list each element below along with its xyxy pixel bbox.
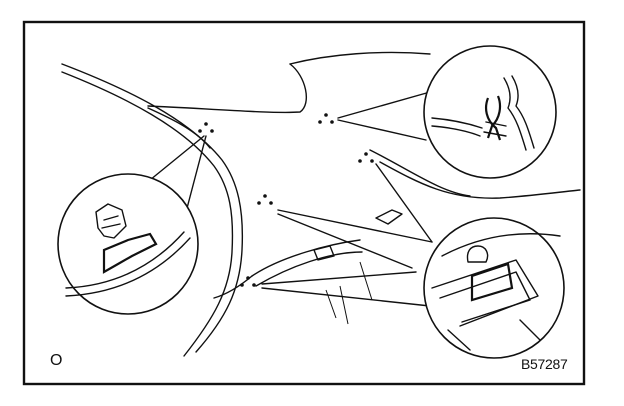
figure-frame [22,20,586,386]
marker-top-center [318,113,334,124]
door-frame-lines [61,63,244,357]
marker-bottom [240,276,256,287]
callout-markers [198,113,374,287]
leader-lines [149,91,433,307]
figure-code: B57287 [521,356,568,372]
panel-fittings [313,209,403,261]
left-clip-detail [57,173,199,315]
trim-panel-outline [147,51,581,325]
corner-label: O [50,352,63,369]
marker-top-left [198,122,214,133]
upper-right-clip-detail [423,45,557,179]
marker-middle [257,194,273,205]
lower-right-clip-detail [423,217,565,359]
marker-right [358,152,374,163]
